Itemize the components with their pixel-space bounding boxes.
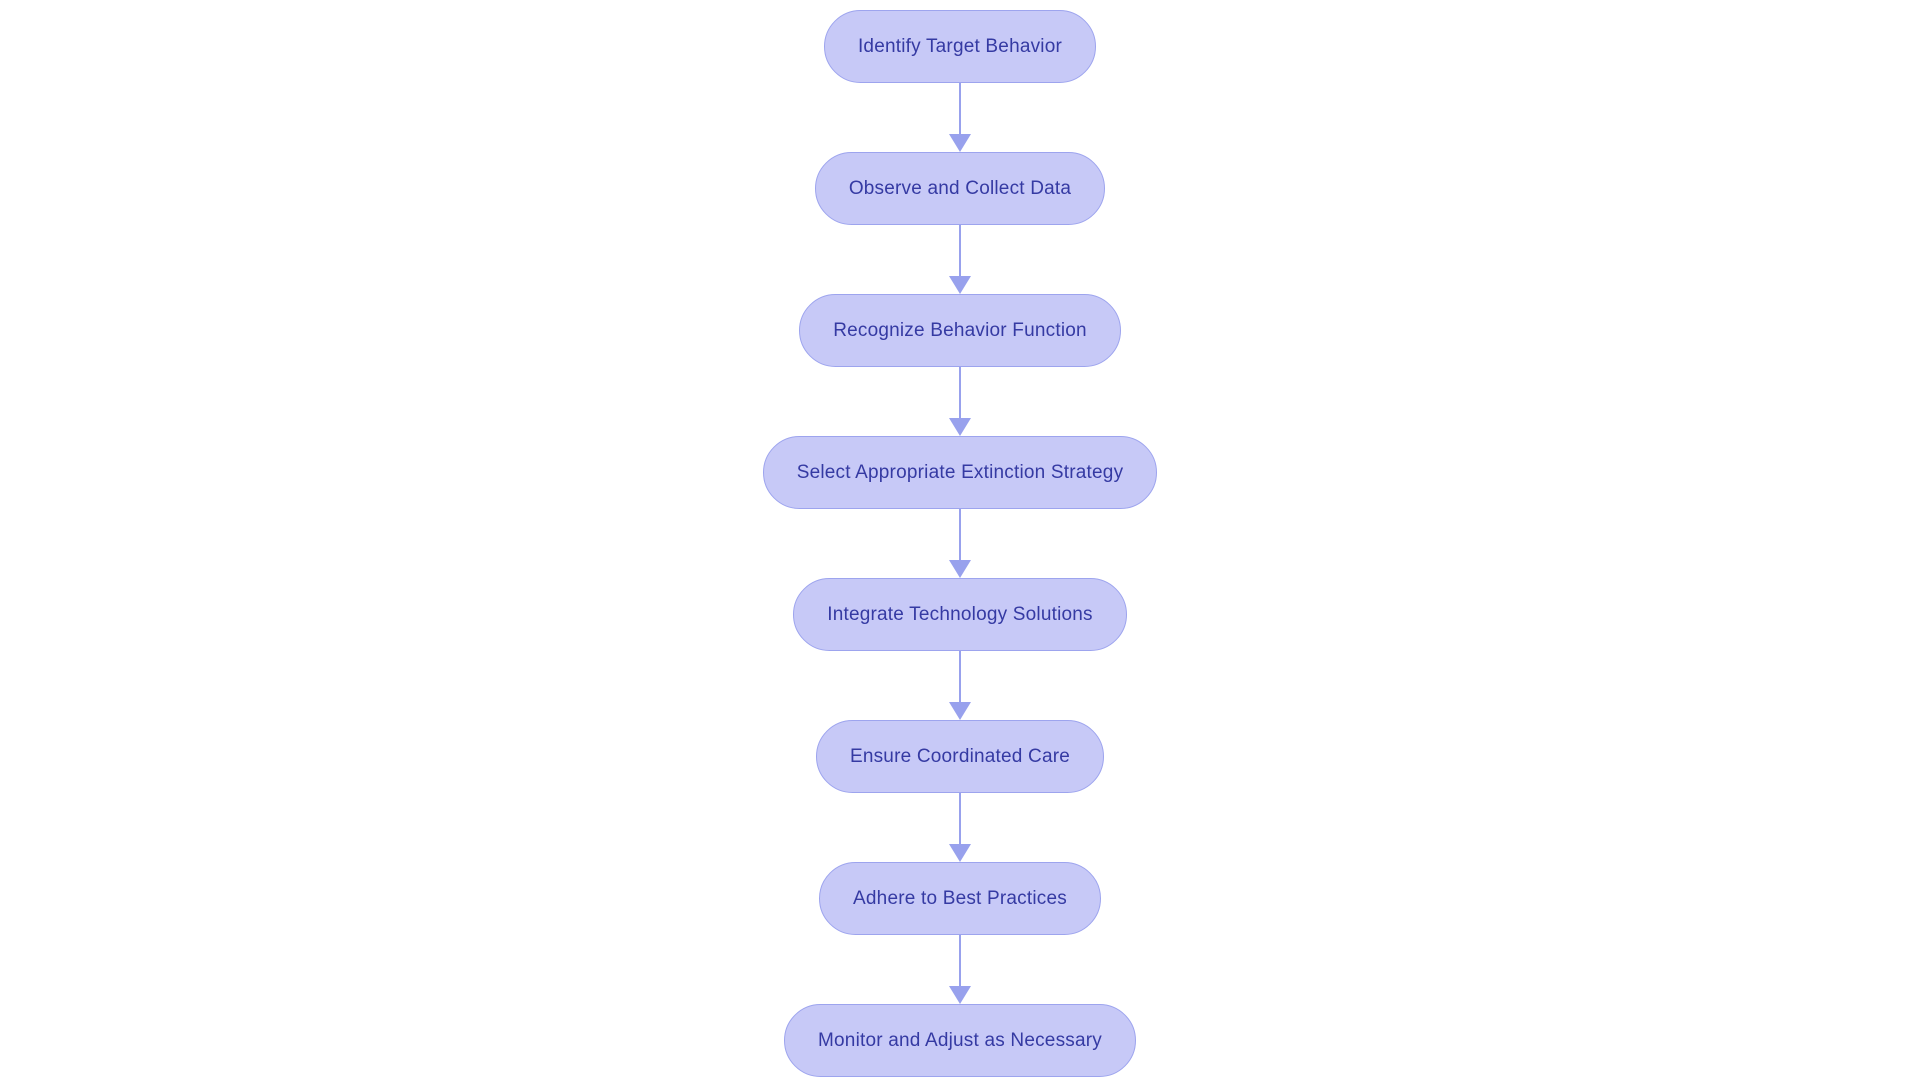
flow-node-3: Recognize Behavior Function [799, 294, 1121, 367]
arrowhead-down-icon [949, 560, 971, 578]
arrow-line [959, 793, 961, 844]
flow-arrow [949, 367, 971, 436]
flow-node-1: Identify Target Behavior [823, 10, 1097, 83]
flow-node-8: Monitor and Adjust as Necessary [784, 1004, 1136, 1077]
flow-arrow [949, 935, 971, 1004]
flow-node-7: Adhere to Best Practices [819, 862, 1101, 935]
flow-arrow [949, 225, 971, 294]
arrowhead-down-icon [949, 134, 971, 152]
arrow-line [959, 509, 961, 560]
flow-arrow [949, 83, 971, 152]
flow-node-2: Observe and Collect Data [814, 152, 1106, 225]
flow-node-4: Select Appropriate Extinction Strategy [762, 436, 1158, 509]
flow-node-6: Ensure Coordinated Care [815, 720, 1105, 793]
flow-node-5: Integrate Technology Solutions [793, 578, 1127, 651]
arrow-line [959, 651, 961, 702]
arrowhead-down-icon [949, 276, 971, 294]
arrowhead-down-icon [949, 418, 971, 436]
arrow-line [959, 367, 961, 418]
arrowhead-down-icon [949, 702, 971, 720]
flow-arrow [949, 793, 971, 862]
flow-arrow [949, 509, 971, 578]
arrow-line [959, 83, 961, 134]
arrow-line [959, 935, 961, 986]
arrowhead-down-icon [949, 986, 971, 1004]
arrowhead-down-icon [949, 844, 971, 862]
arrow-line [959, 225, 961, 276]
flow-arrow [949, 651, 971, 720]
